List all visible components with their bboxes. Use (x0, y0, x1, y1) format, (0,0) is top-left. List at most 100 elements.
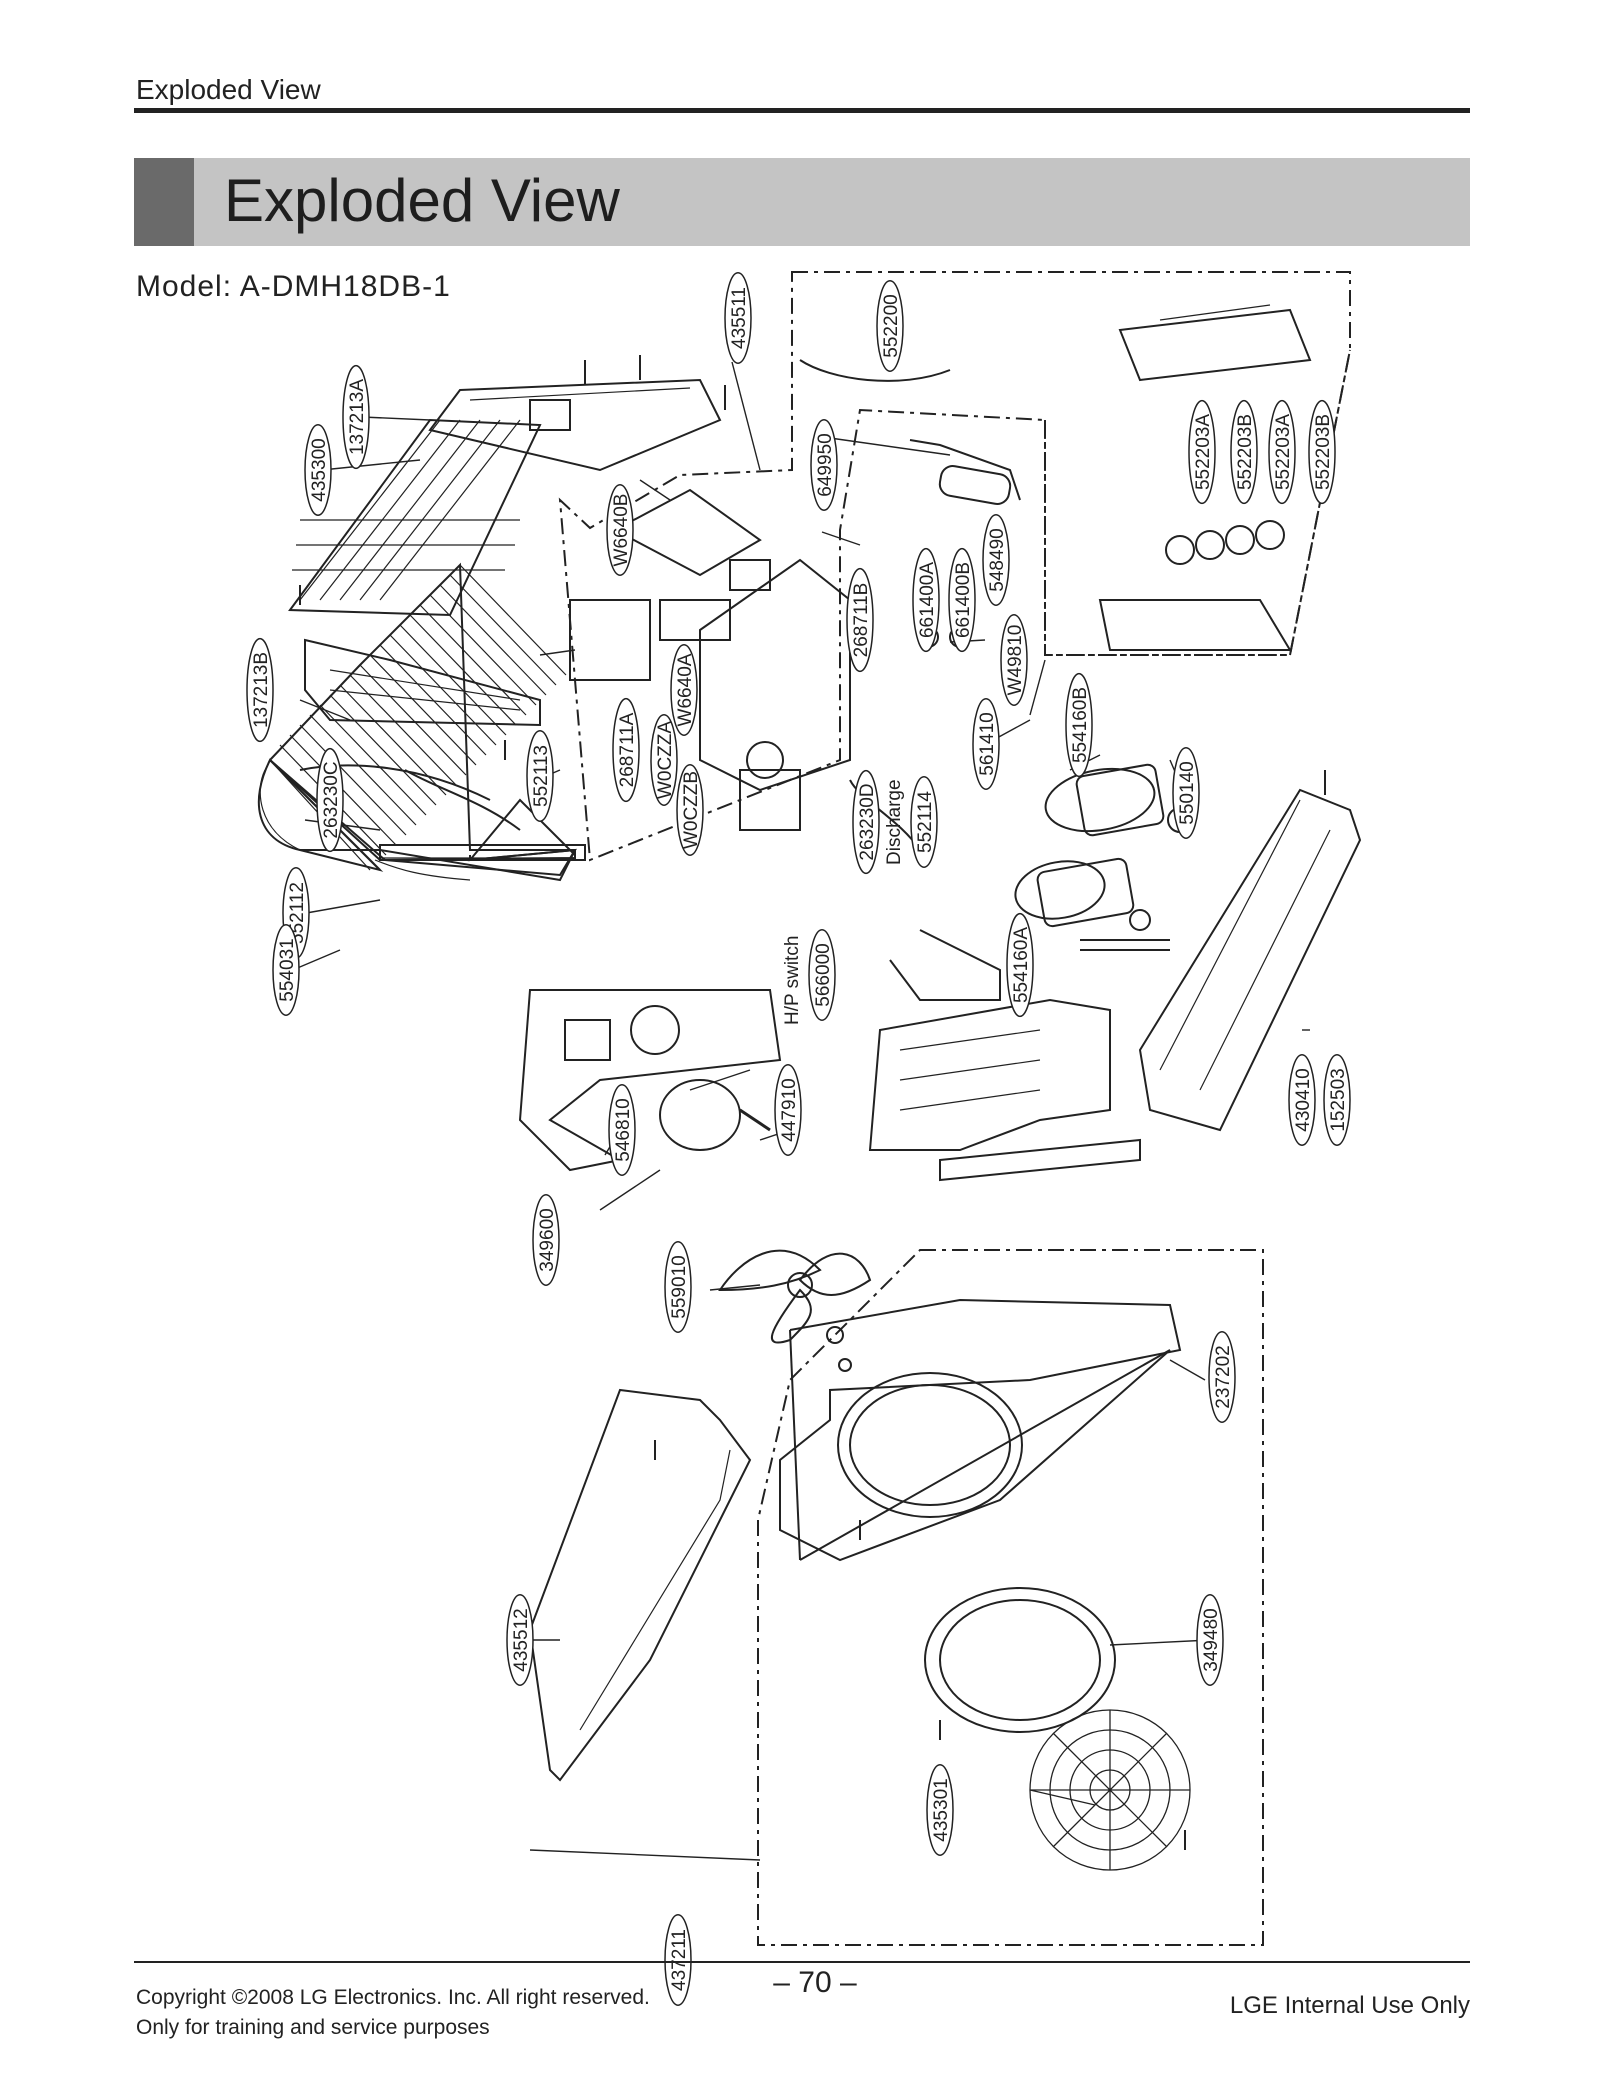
callout-oval (1006, 912, 1034, 1018)
part-callout: 349480 (1196, 1594, 1224, 1686)
callout-part-number: 268711B (851, 583, 872, 658)
callout-oval (912, 547, 940, 653)
callout-oval (846, 567, 874, 673)
part-callout: 237202 (1208, 1331, 1236, 1423)
callout-part-number: 152503 (1328, 1068, 1349, 1131)
part-callout: 561410 (972, 698, 1000, 790)
callout-oval (664, 1241, 692, 1333)
callout-part-number: 435512 (511, 1608, 532, 1671)
callout-part-number: 566000 (813, 943, 834, 1006)
callout-oval (1000, 614, 1028, 706)
callout-oval (246, 637, 274, 743)
part-callout: W0CZZB (676, 764, 704, 856)
part-callout: 552203A (1188, 399, 1216, 505)
part-callout: 661400B (948, 547, 976, 653)
callout-part-number: 550140 (1177, 761, 1198, 824)
callout-oval (1230, 399, 1258, 505)
part-callout: 349600 (532, 1194, 560, 1286)
part-callout: W49810 (1000, 614, 1028, 706)
callout-oval (608, 1084, 636, 1176)
part-callout: 435301 (926, 1764, 954, 1856)
part-callout: 137213B (246, 637, 274, 743)
callout-part-number: 437211 (669, 1929, 690, 1991)
callout-oval (676, 764, 704, 856)
callout-part-number: W0CZZA (655, 721, 676, 799)
compressor-assembly (1014, 763, 1193, 951)
callout-part-number: 349480 (1201, 1608, 1222, 1671)
callout-oval (664, 1914, 692, 2006)
fastener-screws (299, 355, 1326, 1850)
callout-part-number: 561410 (977, 712, 998, 775)
callout-oval (876, 280, 904, 372)
callout-part-number: 548490 (987, 528, 1008, 591)
callout-oval (612, 697, 640, 803)
callout-part-number: 552203A (1273, 414, 1294, 490)
part-callout: 137213A (342, 364, 370, 470)
callout-oval (1065, 672, 1093, 778)
fan-guard-grille (1029, 1709, 1191, 1871)
part-callout: 435300 (304, 424, 332, 516)
callout-oval (926, 1764, 954, 1856)
part-callout: 552112 (282, 867, 310, 959)
callout-oval (1188, 399, 1216, 505)
header-rule (134, 108, 1470, 113)
callout-oval (1172, 747, 1200, 839)
callout-oval (506, 1594, 534, 1686)
callout-part-number: 552203A (1193, 414, 1214, 490)
callout-part-number: 552112 (287, 882, 308, 944)
part-callout: 435511 (724, 272, 752, 364)
callout-oval (972, 698, 1000, 790)
part-callout: W0CZZA (650, 714, 678, 806)
part-callout: 661400A (912, 547, 940, 653)
part-callout: 552200 (876, 280, 904, 372)
callout-part-number: 552114 (915, 791, 936, 853)
part-callout: W6640A (670, 644, 698, 736)
title-band: Exploded View (134, 158, 1470, 246)
part-callout: 566000 (808, 929, 836, 1021)
callout-part-number: 268711A (617, 712, 638, 787)
callout-oval (948, 547, 976, 653)
part-callout: 550140 (1172, 747, 1200, 839)
callout-part-number: 435300 (309, 438, 330, 501)
condenser-headers (379, 844, 586, 861)
hp-switch-label: H/P switch (782, 936, 803, 1025)
callout-oval (272, 924, 300, 1016)
part-callout: 430410 (1288, 1054, 1316, 1146)
page-title: Exploded View (224, 167, 620, 234)
compressor-cover-plate (868, 998, 1141, 1182)
running-header: Exploded View (136, 74, 321, 105)
training-note: Only for training and service purposes (136, 2016, 490, 2039)
part-callout: 552114 (910, 776, 938, 868)
callout-part-number: 661400A (917, 562, 938, 638)
callout-oval (910, 776, 938, 868)
callout-part-number: 559010 (669, 1255, 690, 1318)
callout-oval (650, 714, 678, 806)
footer-rule (134, 1961, 1470, 1963)
part-callout: 268711B (846, 567, 874, 673)
callout-part-number: 554160A (1011, 927, 1032, 1003)
part-callout: 447910 (774, 1064, 802, 1156)
callout-part-number: 552113 (531, 745, 552, 807)
part-callout: W6640B (606, 484, 634, 576)
callout-part-number: W6640A (675, 653, 696, 726)
callout-part-number: 430410 (1293, 1068, 1314, 1131)
refrigerant-piping (299, 359, 1001, 1001)
part-callout: 548490 (982, 514, 1010, 606)
callout-oval (606, 484, 634, 576)
part-callout: 552203B (1308, 399, 1336, 505)
callout-oval (304, 424, 332, 516)
callout-oval (808, 929, 836, 1021)
front-panel-group-boundary (757, 1249, 1264, 1946)
discharge-label: Discharge (884, 779, 905, 865)
callout-oval (1308, 399, 1336, 505)
callout-oval (526, 730, 554, 822)
callout-part-number: W6640B (611, 494, 632, 567)
base-pan (1138, 788, 1362, 1132)
callout-part-number: W0CZZB (681, 771, 702, 849)
control-box-components (569, 488, 851, 831)
callout-part-number: 263230D (857, 783, 878, 860)
fan-orifice-ring (924, 1587, 1116, 1733)
upper-frame-panel (428, 378, 722, 472)
callout-part-number: 237202 (1213, 1345, 1234, 1408)
